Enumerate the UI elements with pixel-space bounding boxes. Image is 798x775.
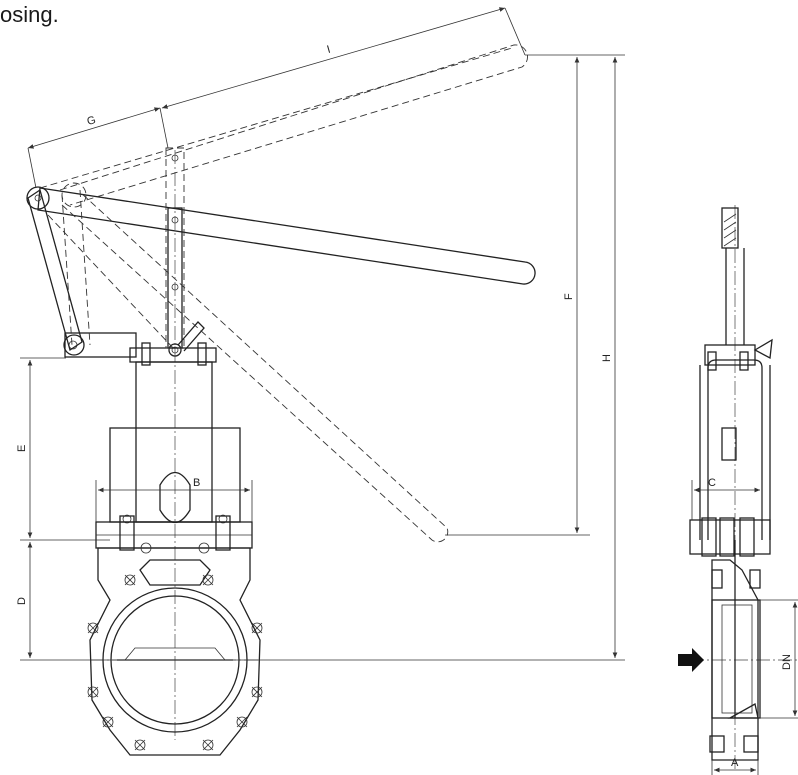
side-flange: [689, 519, 771, 555]
front-view: [26, 44, 536, 756]
open-position-phantom: [39, 44, 528, 543]
yoke-slot: [159, 471, 191, 524]
label-F: F: [563, 293, 575, 300]
label-G: G: [86, 114, 98, 128]
label-D: D: [16, 597, 28, 605]
label-B: B: [193, 477, 200, 489]
label-I: I: [326, 44, 332, 56]
caption-text: osing.: [0, 2, 59, 27]
side-view: [689, 205, 798, 770]
side-stem-top: [721, 207, 739, 249]
dimensions-side: C DN A: [691, 477, 798, 775]
lever-handle: [37, 187, 536, 285]
label-DN: DN: [781, 654, 793, 670]
body-bolts: [87, 574, 263, 751]
flow-arrow-icon: [678, 648, 704, 672]
label-H: H: [601, 354, 613, 362]
dimensions-front: I G F H E D B: [16, 7, 625, 661]
link-arm: [27, 188, 83, 352]
label-A: A: [731, 757, 739, 769]
label-E: E: [16, 445, 28, 452]
valve-body-outline: [89, 547, 261, 756]
pivot-bracket: [64, 332, 137, 358]
label-C: C: [708, 477, 716, 489]
